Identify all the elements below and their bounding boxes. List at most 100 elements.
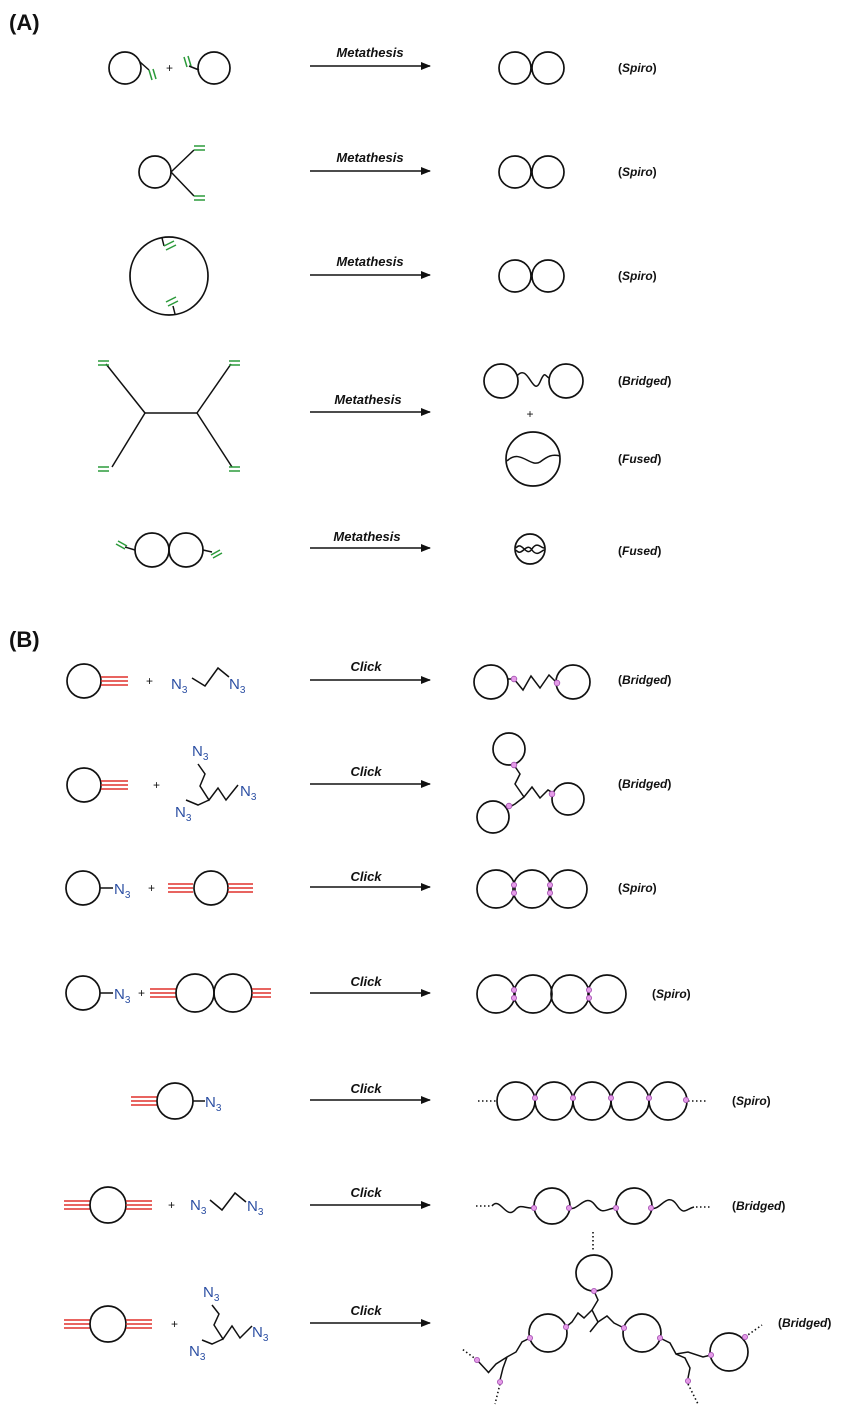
topology-label: (Bridged) [618, 777, 671, 791]
arrow-label: Metathesis [336, 254, 403, 269]
arrow-label: Metathesis [336, 150, 403, 165]
topology-label: (Spiro) [618, 165, 657, 179]
topology-label: (Bridged) [778, 1316, 831, 1330]
bridge [650, 1198, 695, 1212]
reactant-b5: N3 [131, 1082, 222, 1120]
ring [66, 767, 102, 803]
ring [534, 1081, 574, 1121]
bridge [515, 546, 545, 555]
bridge [675, 1351, 712, 1358]
topology-label: (Bridged) [618, 374, 671, 388]
alkene-icon [163, 240, 177, 251]
triazole-icon [613, 1205, 620, 1212]
ring [505, 431, 561, 487]
plus-sign: + [146, 674, 153, 688]
alkyne-icon [101, 780, 128, 790]
ring [555, 664, 591, 700]
arrow-label: Click [350, 659, 382, 674]
triazole-icon [547, 890, 554, 897]
triazole-icon [510, 882, 517, 889]
reaction-b2: + N3 N3 N3 Click (Bridged) [66, 732, 671, 834]
bridge [568, 1199, 617, 1212]
triazole-icon [683, 1097, 690, 1104]
product-bridged-network [461, 1232, 763, 1405]
bridge [487, 1356, 508, 1374]
azide-label: N3 [192, 743, 209, 763]
plus-sign: + [153, 778, 160, 792]
ring [476, 869, 516, 909]
ring [548, 363, 584, 399]
azide-label: N3 [247, 1198, 264, 1218]
reactant-b4: N3 + [65, 973, 271, 1013]
triazole-icon [742, 1334, 749, 1341]
reactant-a3 [129, 236, 209, 316]
product-bridged [473, 664, 591, 700]
reaction-b7: + N3 N3 N3 Click [64, 1232, 831, 1405]
triazole-icon [563, 1324, 570, 1331]
alkyne-icon [168, 883, 193, 893]
triazole-icon [591, 1288, 598, 1295]
arrow-label: Click [350, 1303, 382, 1318]
azide-label: N3 [205, 1094, 222, 1114]
linker [201, 1338, 224, 1345]
plus-sign: + [526, 407, 533, 421]
panel-a-label: (A) [9, 10, 40, 35]
alkyne-icon [228, 883, 253, 893]
ring [533, 1187, 571, 1225]
topology-label: (Spiro) [732, 1094, 771, 1108]
tether [111, 412, 146, 468]
reaction-a2: Metathesis (Spiro) [138, 145, 657, 201]
triazole-icon [527, 1335, 534, 1342]
arrow-label: Click [350, 1185, 382, 1200]
product-spiro [498, 259, 565, 293]
triazole-icon [532, 1095, 539, 1102]
ring [138, 155, 172, 189]
reactant-b1: + N3 N3 [66, 663, 246, 699]
triazole-icon [510, 987, 517, 994]
alkene-icon [183, 55, 192, 68]
ring [587, 974, 627, 1014]
azide-label: N3 [203, 1284, 220, 1304]
plus-sign: + [138, 986, 145, 1000]
product-star-bridged [476, 732, 585, 834]
product-bridged-polymer [476, 1187, 712, 1225]
azide-label: N3 [240, 783, 257, 803]
triazole-icon [708, 1352, 715, 1359]
azide-label: N3 [189, 1343, 206, 1363]
reactant-b7: + N3 N3 N3 [64, 1284, 269, 1363]
bridge [506, 454, 561, 464]
ring [622, 1313, 662, 1353]
chain-continuation [494, 1383, 501, 1405]
ring [548, 869, 588, 909]
azide-label: N3 [114, 986, 131, 1006]
product-spiro [498, 155, 565, 189]
product-bridged [483, 363, 584, 399]
ring [496, 1081, 536, 1121]
bridge [513, 764, 554, 800]
ring [528, 1313, 568, 1353]
ring [615, 1187, 653, 1225]
plus-sign: + [171, 1317, 178, 1331]
reactant-a5 [115, 532, 223, 568]
reactant-b6: + N3 N3 [64, 1186, 264, 1224]
alkyne-icon [150, 988, 176, 998]
azide-label: N3 [190, 1197, 207, 1217]
triazole-icon [510, 995, 517, 1002]
alkene-icon [98, 466, 109, 472]
ring [134, 532, 170, 568]
tether [196, 412, 233, 468]
product-spiro-tetramer [476, 974, 627, 1014]
topology-label: (Spiro) [618, 269, 657, 283]
azide-label: N3 [171, 676, 188, 696]
reaction-b6: + N3 N3 Click (Bridged) [64, 1185, 785, 1225]
reactant-b2: + N3 N3 N3 [66, 743, 257, 824]
ring [498, 155, 532, 189]
triazole-icon [510, 675, 518, 683]
tether [170, 149, 195, 173]
reactant-a2 [138, 145, 205, 201]
alkyne-icon [101, 676, 128, 686]
ring [108, 51, 142, 85]
product-fused [514, 533, 546, 565]
ring [213, 973, 253, 1013]
ring [572, 1081, 612, 1121]
